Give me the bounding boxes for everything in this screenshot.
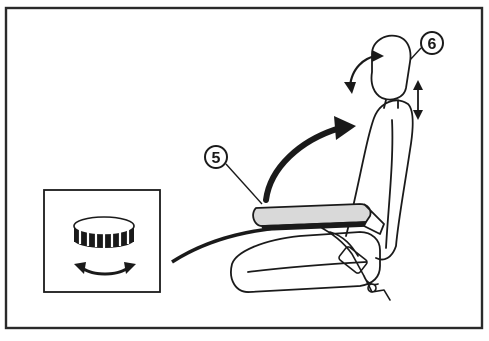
callout-headrest-label: 6	[428, 36, 437, 53]
callout-armrest-label: 5	[212, 150, 221, 167]
adjustment-knob-icon	[74, 217, 134, 248]
